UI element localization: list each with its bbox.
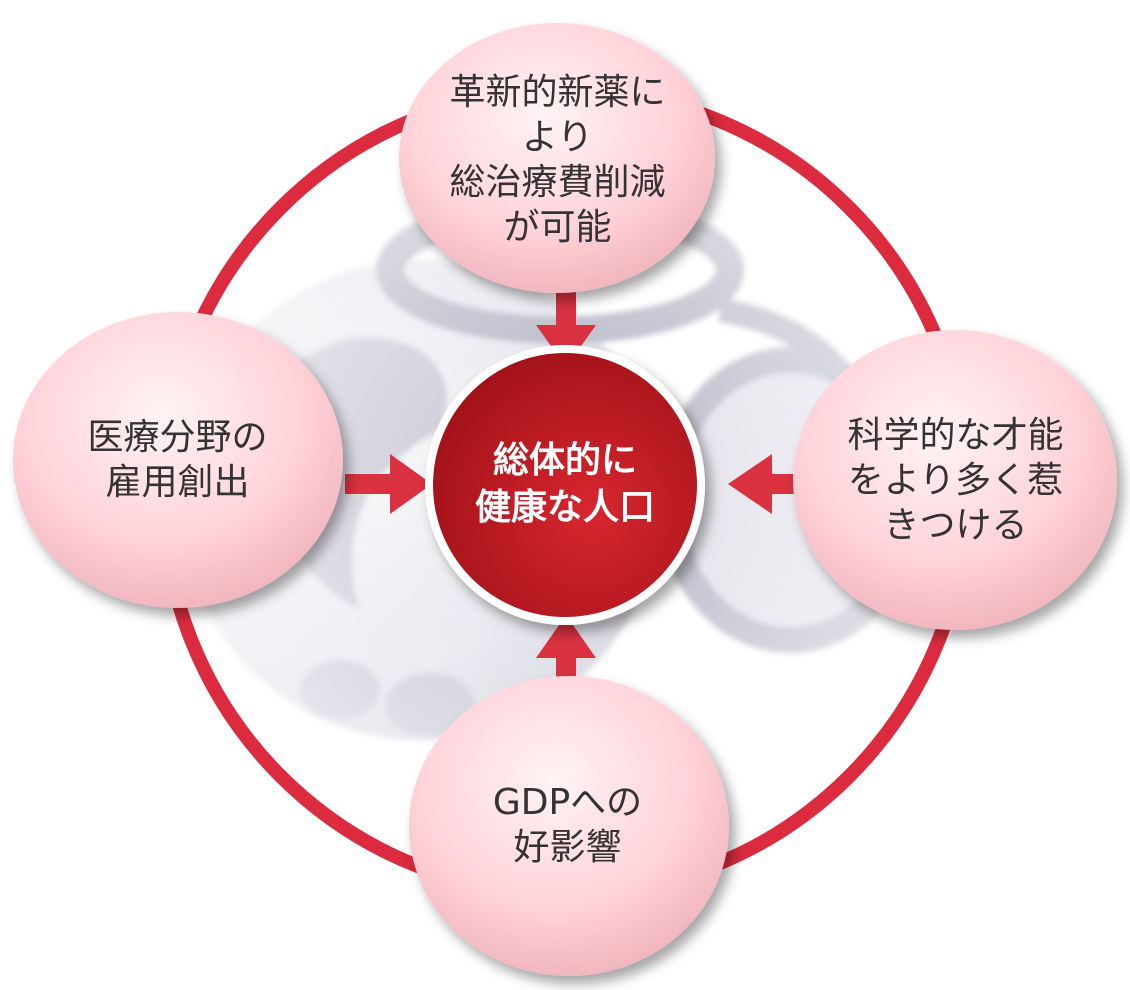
node-top-label: 革新的新薬に より 総治療費削減 が可能 (449, 72, 666, 248)
node-bottom-label: GDPへの 好影響 (492, 782, 643, 868)
outer-nodes (13, 23, 1117, 976)
center-node-circle (433, 353, 697, 617)
center-node-label: 総体的に 健康な人口 (474, 440, 655, 528)
node-right-label: 科学的な才能 をより多く惹 きつける (847, 414, 1064, 546)
arrow-right-to-center (728, 454, 800, 514)
node-left-label: 医療分野の 雇用創出 (87, 417, 268, 503)
node-left-circle (13, 312, 343, 608)
arrow-left-to-center (345, 454, 432, 514)
node-top-circle (399, 23, 715, 293)
node-bottom-circle (409, 676, 729, 976)
node-right-circle (793, 330, 1117, 630)
arrows (345, 287, 800, 700)
